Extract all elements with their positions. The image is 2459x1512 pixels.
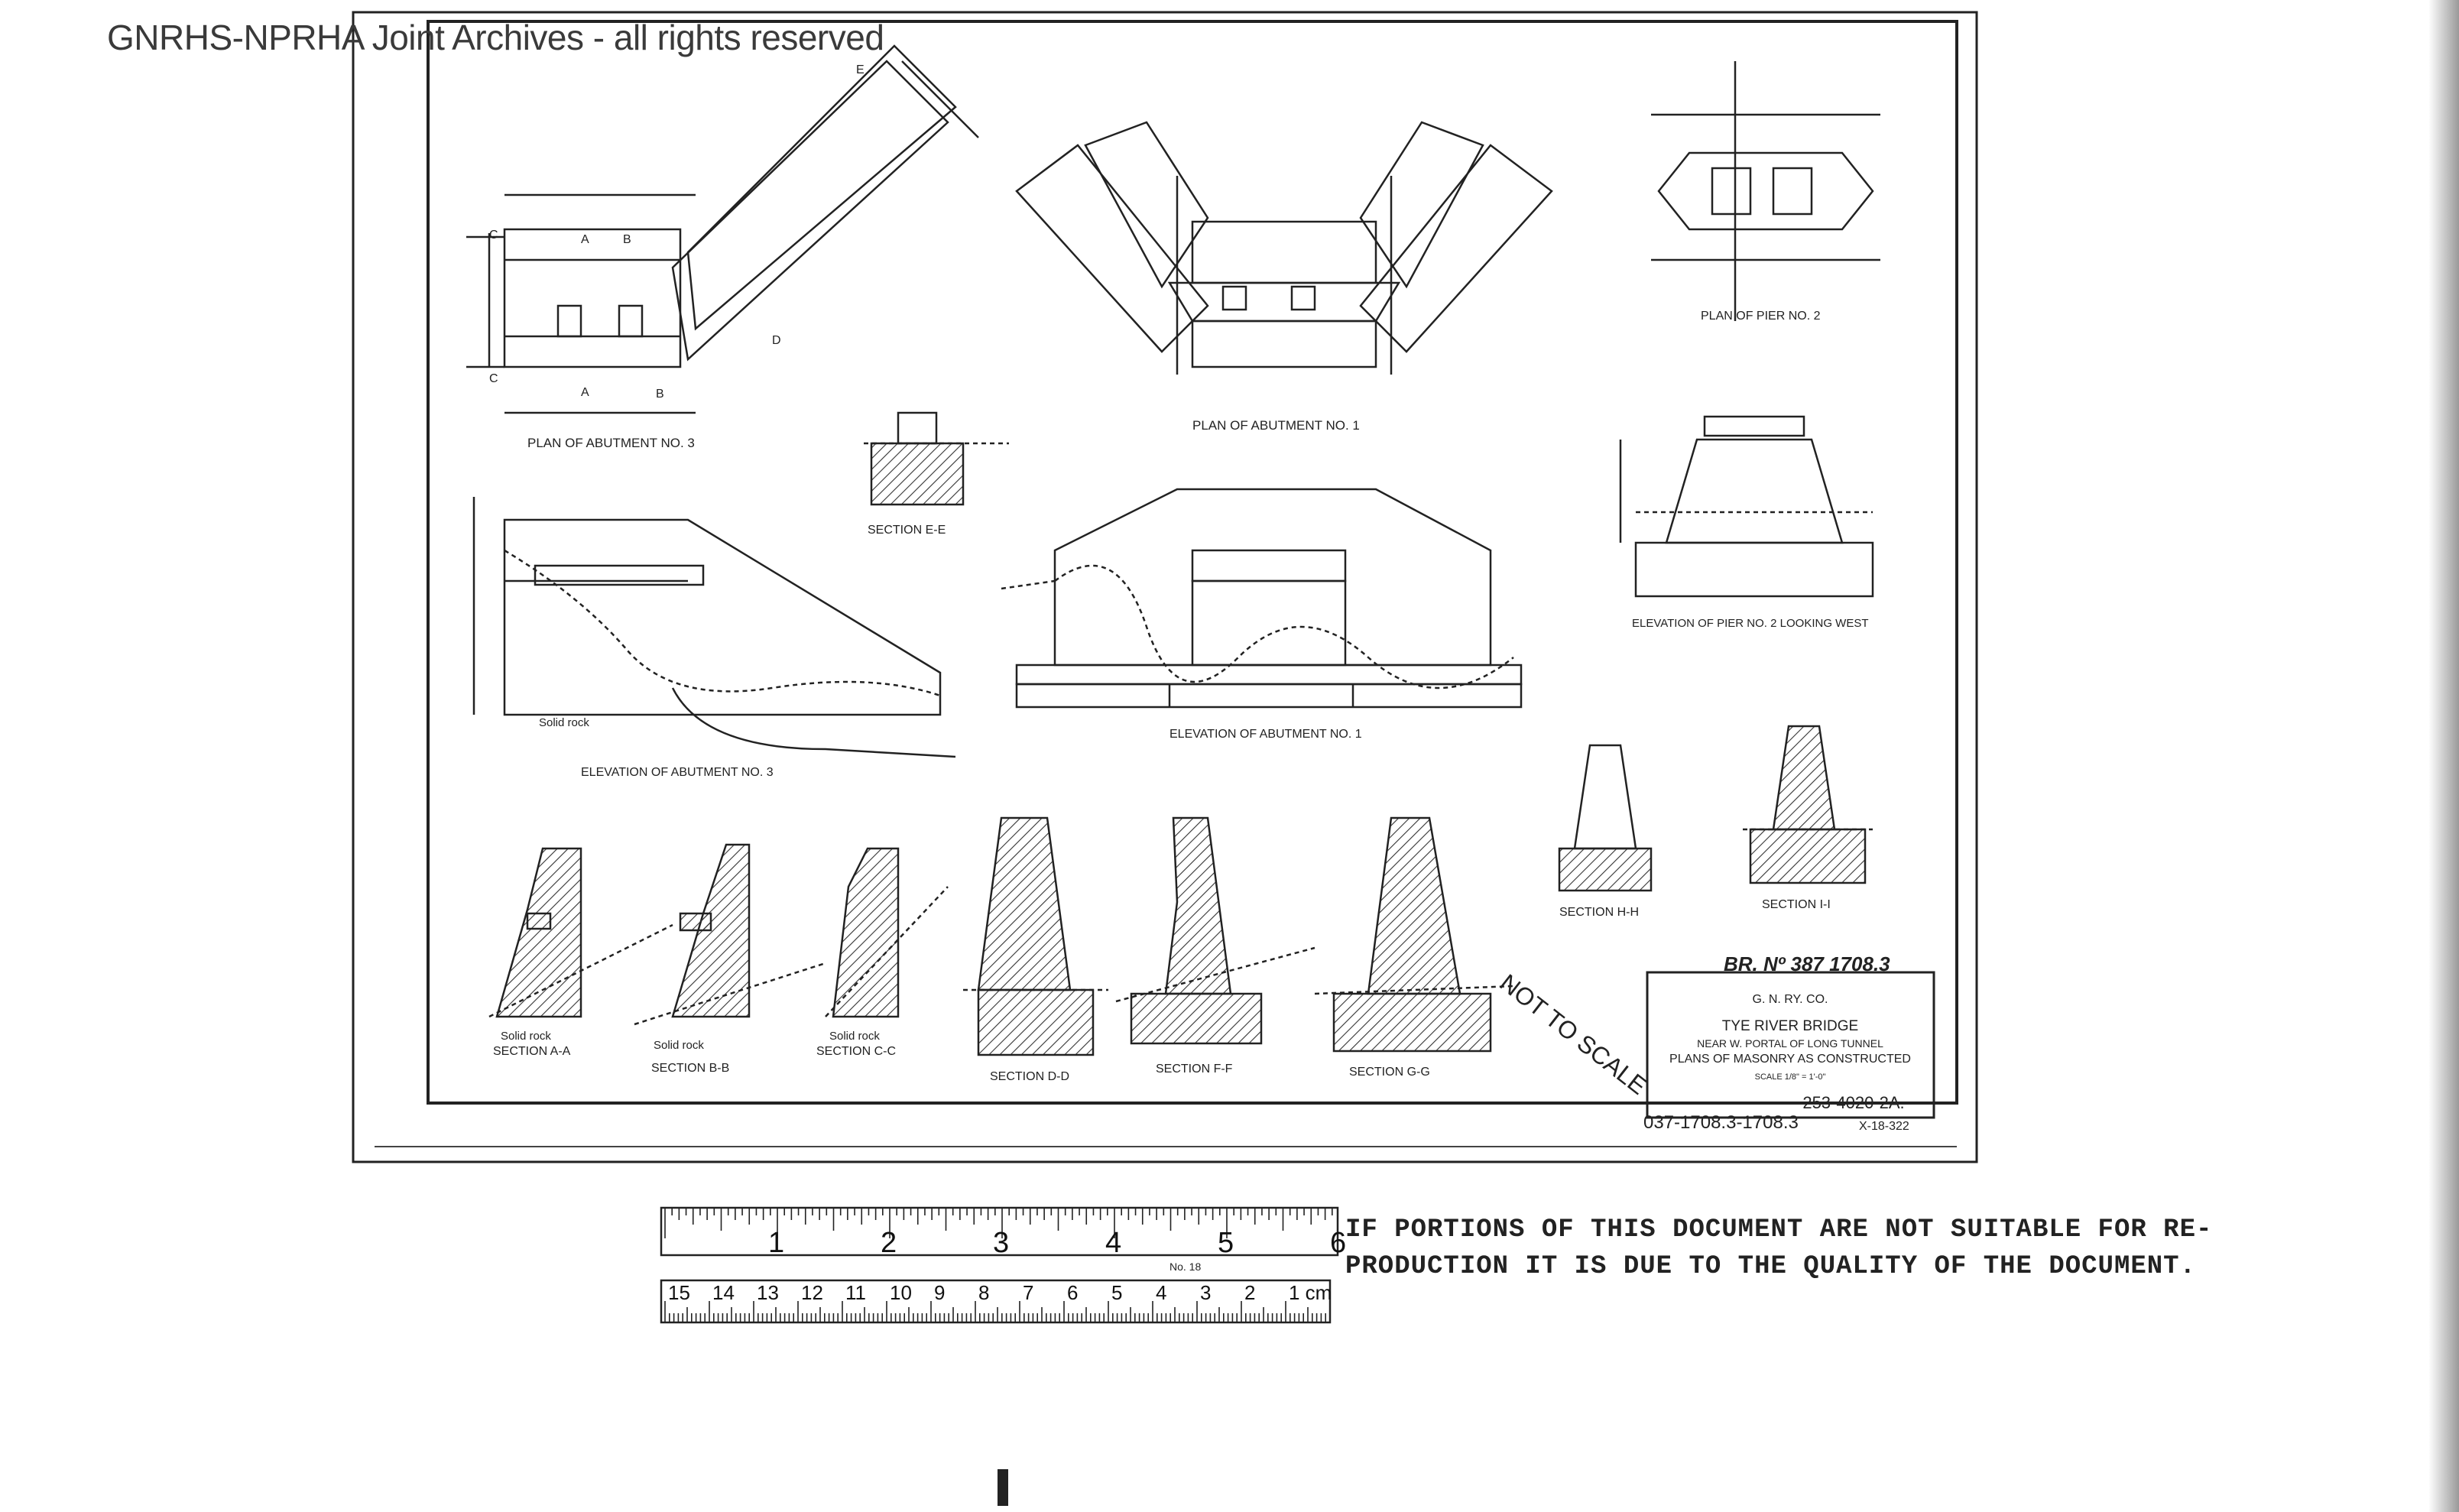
inch-mark-label: 5 xyxy=(1218,1227,1234,1259)
plan-abutment-3-label: PLAN OF ABUTMENT NO. 3 xyxy=(527,436,695,450)
svg-text:C: C xyxy=(489,229,498,242)
cm-mark-label: 6 xyxy=(1067,1281,1078,1304)
cm-mark-label: 7 xyxy=(1023,1281,1033,1304)
svg-text:E: E xyxy=(856,63,865,76)
section-e-e xyxy=(864,411,1009,506)
section-c-c xyxy=(825,847,949,1018)
title-subtitle: NEAR W. PORTAL OF LONG TUNNEL xyxy=(1697,1037,1883,1050)
title-scale: SCALE 1/8" = 1'-0" xyxy=(1755,1072,1826,1082)
section-a-a-label: SECTION A-A xyxy=(493,1045,571,1058)
svg-text:A: A xyxy=(581,386,589,399)
reproduction-notice-line-2: PRODUCTION IT IS DUE TO THE QUALITY OF T… xyxy=(1345,1252,2196,1281)
section-f-f xyxy=(1115,816,1315,1045)
plan-pier-2-label: PLAN OF PIER NO. 2 xyxy=(1701,310,1821,323)
elevation-abutment-1-label: ELEVATION OF ABUTMENT NO. 1 xyxy=(1169,728,1362,741)
cm-mark-label: 15 xyxy=(668,1281,690,1304)
inner-border xyxy=(427,20,1958,1105)
section-c-c-rock: Solid rock xyxy=(829,1030,880,1043)
inch-mark-label: 4 xyxy=(1105,1227,1121,1259)
cm-mark-label: 5 xyxy=(1111,1281,1122,1304)
plan-abutment-3-marks: C C A A B B D E xyxy=(489,63,865,401)
page-mark xyxy=(998,1469,1008,1506)
inch-mark-label: 3 xyxy=(993,1227,1009,1259)
section-g-g xyxy=(1314,816,1514,1053)
section-i-i xyxy=(1743,725,1873,884)
cm-ticks xyxy=(664,1301,1326,1322)
ruler-model: No. 18 xyxy=(1169,1261,1201,1273)
section-d-d xyxy=(963,816,1108,1056)
elevation-abutment-3-rock: Solid rock xyxy=(539,716,589,729)
title-company: G. N. RY. CO. xyxy=(1753,993,1828,1006)
cm-labels: 15 14 13 12 11 10 9 8 7 6 5 4 3 2 1 cm xyxy=(668,1281,1332,1304)
cm-mark-label: 13 xyxy=(757,1281,779,1304)
elevation-abutment-3-label: ELEVATION OF ABUTMENT NO. 3 xyxy=(581,766,774,779)
svg-text:B: B xyxy=(656,388,664,401)
section-a-a-rock: Solid rock xyxy=(501,1030,551,1043)
section-f-f-label: SECTION F-F xyxy=(1156,1063,1233,1076)
svg-text:D: D xyxy=(772,334,781,347)
scan-edge-shadow xyxy=(2428,0,2459,1512)
section-h-h-label: SECTION H-H xyxy=(1559,906,1639,919)
not-to-scale-stamp: NOT TO SCALE xyxy=(1495,969,1653,1100)
svg-text:C: C xyxy=(489,372,498,385)
cm-mark-label: 3 xyxy=(1200,1281,1211,1304)
cm-mark-label: 1 cm xyxy=(1289,1281,1332,1304)
section-d-d-label: SECTION D-D xyxy=(990,1070,1069,1083)
drawing-number: 253-4020-2A. xyxy=(1802,1093,1904,1112)
reproduction-notice-line-1: IF PORTIONS OF THIS DOCUMENT ARE NOT SUI… xyxy=(1345,1215,2213,1244)
title-description: PLANS OF MASONRY AS CONSTRUCTED xyxy=(1669,1053,1911,1066)
svg-text:A: A xyxy=(581,233,589,246)
title-block: G. N. RY. CO. TYE RIVER BRIDGE NEAR W. P… xyxy=(1646,971,1935,1119)
cm-mark-label: 2 xyxy=(1244,1281,1255,1304)
cm-mark-label: 10 xyxy=(890,1281,912,1304)
cm-mark-label: 4 xyxy=(1156,1281,1166,1304)
outer-border xyxy=(352,11,1978,1163)
reproduction-notice: IF PORTIONS OF THIS DOCUMENT ARE NOT SUI… xyxy=(1345,1212,2212,1285)
plan-pier-2 xyxy=(1651,61,1880,321)
inch-mark-label: 6 xyxy=(1330,1227,1346,1259)
svg-text:Solid rock: Solid rock xyxy=(539,716,589,729)
inch-mark-label: 1 xyxy=(768,1227,784,1259)
plan-abutment-1 xyxy=(1015,121,1553,375)
cm-mark-label: 14 xyxy=(712,1281,735,1304)
file-reference: 037-1708.3-1708.3 xyxy=(1643,1112,1799,1133)
plan-abutment-3 xyxy=(466,44,979,414)
cm-mark-label: 11 xyxy=(845,1281,866,1304)
section-h-h xyxy=(1558,744,1653,892)
section-b-b-label: SECTION B-B xyxy=(651,1062,729,1075)
inch-ticks xyxy=(664,1208,1333,1238)
section-i-i-label: SECTION I-I xyxy=(1762,898,1831,911)
section-a-a xyxy=(488,847,673,1018)
inch-labels: 1 2 3 4 5 6 xyxy=(768,1227,1346,1259)
section-g-g-label: SECTION G-G xyxy=(1349,1066,1430,1079)
cm-mark-label: 9 xyxy=(934,1281,945,1304)
section-e-e-label: SECTION E-E xyxy=(868,524,946,537)
elevation-abutment-3 xyxy=(472,497,956,758)
elevation-abutment-1 xyxy=(1001,488,1523,709)
section-b-b-rock: Solid rock xyxy=(654,1039,704,1052)
title-main: TYE RIVER BRIDGE xyxy=(1722,1018,1858,1034)
section-b-b xyxy=(634,843,826,1026)
elevation-pier-2 xyxy=(1619,415,1874,598)
inch-mark-label: 2 xyxy=(881,1227,897,1259)
plan-abutment-1-label: PLAN OF ABUTMENT NO. 1 xyxy=(1192,418,1360,433)
elevation-pier-2-label: ELEVATION OF PIER NO. 2 LOOKING WEST xyxy=(1632,617,1869,630)
cm-mark-label: 8 xyxy=(978,1281,989,1304)
archive-watermark: GNRHS-NPRHA Joint Archives - all rights … xyxy=(107,18,884,57)
cm-mark-label: 12 xyxy=(801,1281,823,1304)
sheet-reference: X-18-322 xyxy=(1859,1120,1909,1133)
section-c-c-label: SECTION C-C xyxy=(816,1045,896,1058)
svg-text:B: B xyxy=(623,233,631,246)
